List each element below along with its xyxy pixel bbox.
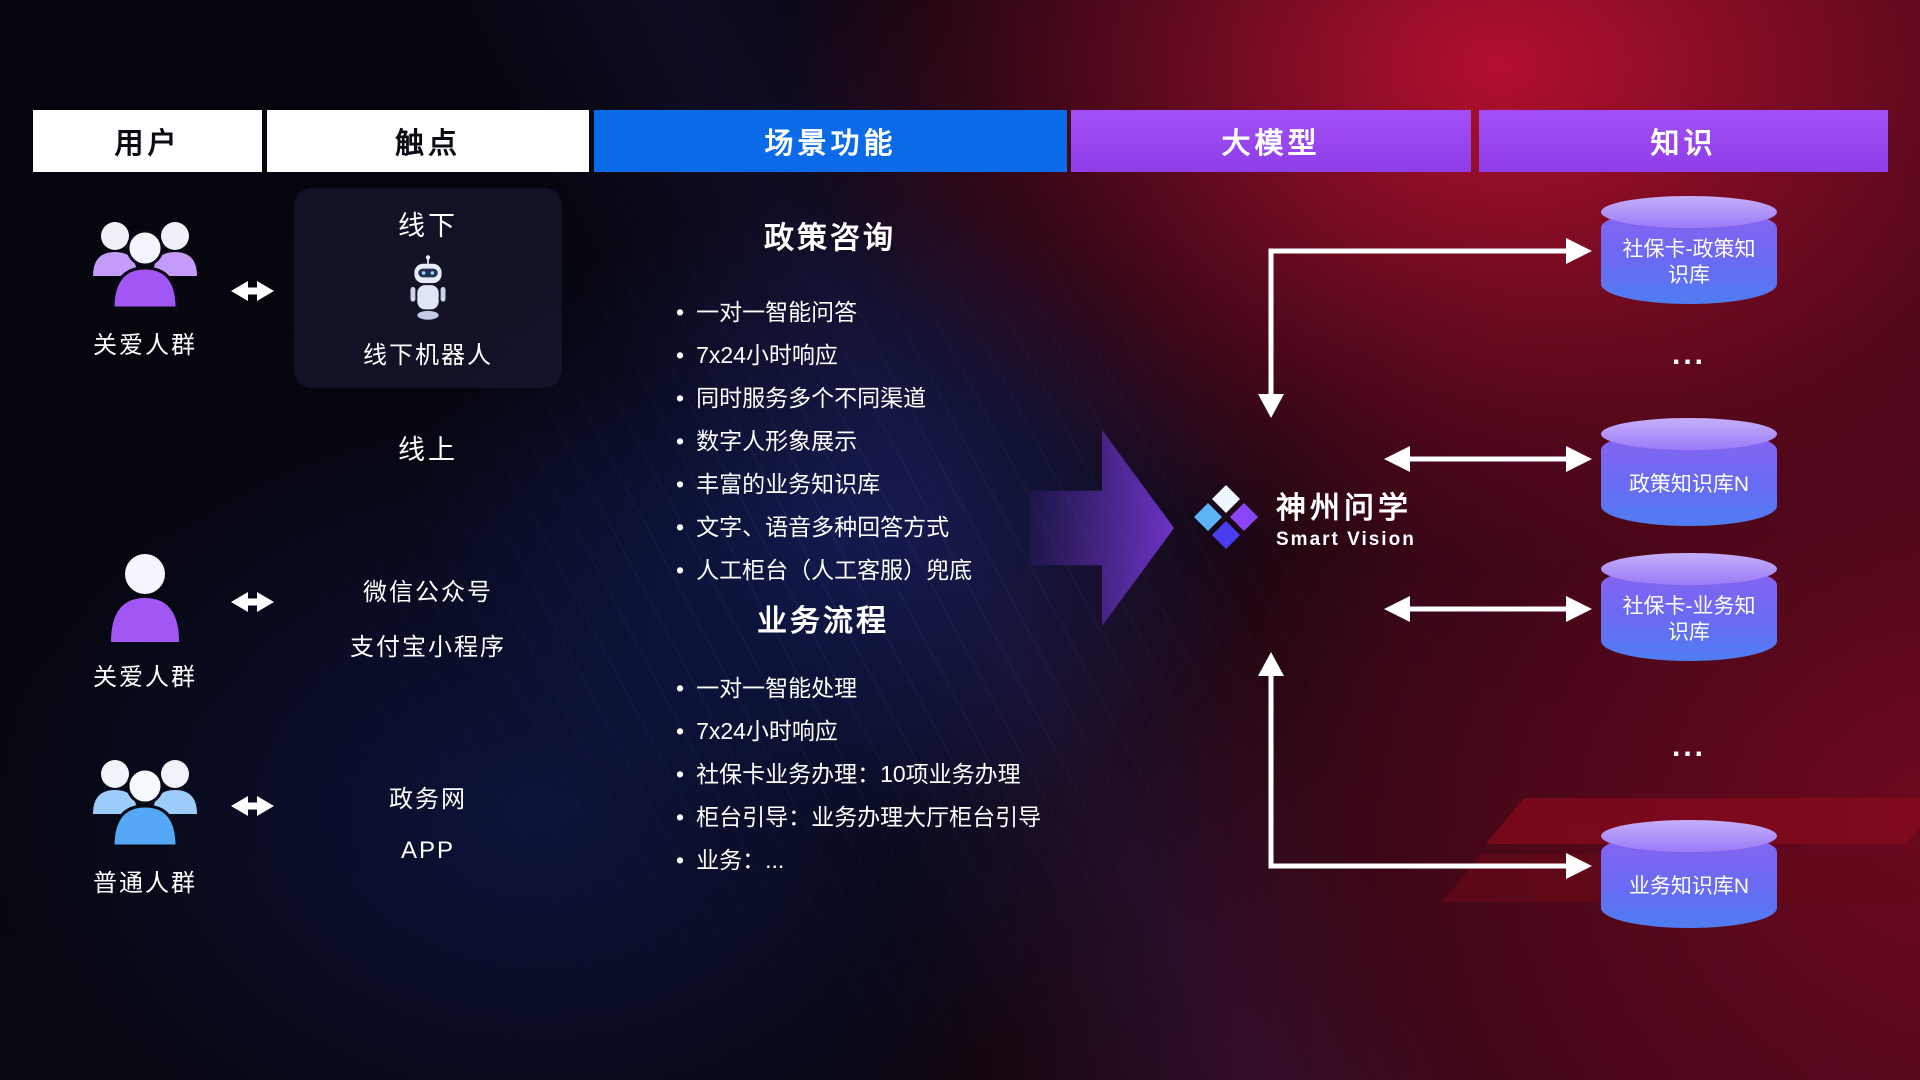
business-process-bullets: 一对一智能处理 7x24小时响应 社保卡业务办理：10项业务办理 柜台引导：业务… (676, 669, 1041, 875)
logo-name: 神州问学 (1276, 492, 1412, 525)
bullet-item: 社保卡业务办理：10项业务办理 (676, 755, 1041, 789)
logo-subtitle: Smart Vision (1276, 529, 1416, 550)
model-db1-elbow-arrow (1258, 238, 1592, 418)
bullet-item: 7x24小时响应 (676, 336, 972, 370)
user-label: 普通人群 (93, 870, 197, 897)
header-scene-functions: 场景功能 (594, 110, 1067, 172)
offline-touchpoint-card: 线下 线下机器人 (294, 188, 562, 388)
offline-robot-label: 线下机器人 (363, 342, 493, 369)
bullet-item: 文字、语音多种回答方式 (676, 508, 972, 542)
bullet-item: 丰富的业务知识库 (676, 465, 972, 499)
logo-text-block: 神州问学 Smart Vision (1276, 483, 1416, 551)
people-group-blue-icon (93, 760, 197, 848)
user3-touchpoint-arrow (231, 796, 274, 816)
person-purple-icon (111, 554, 179, 642)
robot-icon (410, 255, 446, 320)
knowledge-ellipsis-top: ... (1671, 338, 1706, 371)
bullet-item: 数字人形象展示 (676, 422, 972, 456)
business-process-title: 业务流程 (757, 605, 889, 638)
bullet-item: 一对一智能处理 (676, 669, 1041, 703)
policy-consult-bullets: 一对一智能问答 7x24小时响应 同时服务多个不同渠道 数字人形象展示 丰富的业… (676, 293, 972, 585)
db-label: 社保卡-政策知识库 (1622, 237, 1756, 287)
user-block-general-public: 普通人群 (60, 750, 230, 898)
offline-title: 线下 (398, 211, 458, 241)
header-users: 用户 (33, 110, 262, 172)
database-socialcard-policy: 社保卡-政策知识库 (1601, 196, 1777, 304)
bullet-item: 业务：... (676, 841, 1041, 875)
db-label: 政策知识库N (1628, 472, 1750, 496)
database-business-n: 业务知识库N (1601, 820, 1777, 928)
user-block-care-group-2: 关爱人群 (60, 548, 230, 692)
touchpoint-wechat: 微信公众号 (363, 579, 493, 606)
user2-touchpoint-arrow (231, 592, 274, 612)
bullet-item: 人工柜台（人工客服）兜底 (676, 551, 972, 585)
model-db3-double-arrow (1384, 596, 1592, 622)
model-db4-elbow-arrow (1258, 652, 1592, 879)
smart-vision-logo: 神州问学 Smart Vision (1190, 481, 1416, 553)
touchpoint-alipay: 支付宝小程序 (350, 634, 506, 661)
policy-consult-title: 政策咨询 (764, 222, 896, 255)
flow-arrow-to-model (1030, 430, 1174, 626)
touchpoint-app: APP (400, 837, 456, 864)
model-db2-double-arrow (1384, 446, 1592, 472)
header-knowledge: 知识 (1479, 110, 1888, 172)
db-label: 业务知识库N (1628, 874, 1750, 898)
diamond-logo-icon (1194, 485, 1258, 549)
header-touchpoints: 触点 (267, 110, 589, 172)
people-group-purple-icon (93, 222, 197, 310)
user-label: 关爱人群 (93, 332, 197, 359)
database-socialcard-business: 社保卡-业务知识库 (1601, 553, 1777, 661)
bullet-item: 一对一智能问答 (676, 293, 972, 327)
user-label: 关爱人群 (93, 664, 197, 691)
user1-touchpoint-arrow (231, 281, 274, 301)
online-title: 线上 (398, 435, 458, 465)
bullet-item: 柜台引导：业务办理大厅柜台引导 (676, 798, 1041, 832)
user-block-care-group-1: 关爱人群 (60, 212, 230, 360)
db-label: 社保卡-业务知识库 (1622, 594, 1756, 644)
bullet-item: 7x24小时响应 (676, 712, 1041, 746)
knowledge-ellipsis-bottom: ... (1671, 730, 1706, 763)
bullet-item: 同时服务多个不同渠道 (676, 379, 972, 413)
header-large-model: 大模型 (1071, 110, 1471, 172)
database-policy-n: 政策知识库N (1601, 418, 1777, 526)
touchpoint-government-site: 政务网 (389, 786, 467, 813)
